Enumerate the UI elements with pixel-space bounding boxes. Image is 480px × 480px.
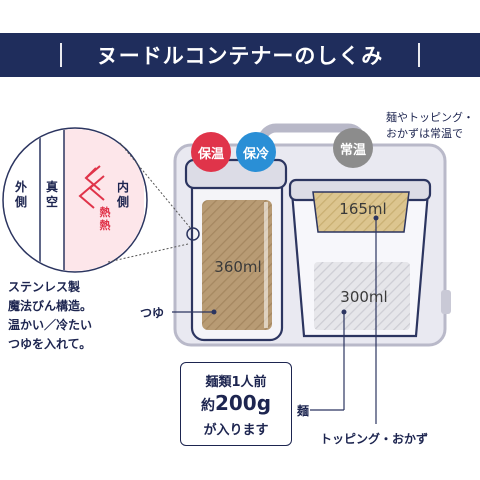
vacuum-layer-label: 真空 bbox=[45, 180, 58, 209]
cold-badge: 保冷 bbox=[236, 132, 276, 172]
topping-tray bbox=[312, 191, 410, 233]
thermos-note: ステンレス製 魔法びん構造。 温かい／冷たい つゆを入れて。 bbox=[8, 278, 92, 354]
topping-label: トッピング・おかず bbox=[320, 432, 429, 446]
thermos-note-line: 温かい／冷たい bbox=[8, 318, 93, 332]
warm-badge: 保温 bbox=[191, 132, 231, 172]
noodle-label: 麺 bbox=[297, 404, 310, 418]
heat-label: 熱熱 bbox=[99, 206, 111, 232]
inner-wall-label: 内側 bbox=[116, 180, 129, 209]
noodle-volume: 300ml bbox=[340, 288, 388, 306]
room-temp-badge: 常温 bbox=[333, 128, 373, 168]
header-tick bbox=[418, 43, 420, 67]
outer-wall-label: 外側 bbox=[14, 180, 27, 209]
wall-detail-marker bbox=[186, 227, 200, 241]
soup-volume: 360ml bbox=[214, 258, 262, 276]
noodle-fill bbox=[314, 262, 410, 330]
storage-note-line: おかずは常温で bbox=[386, 127, 463, 140]
capacity-line: 麺類1人前 bbox=[205, 374, 267, 390]
capacity-prefix: 約 bbox=[200, 397, 215, 414]
case-side-knob bbox=[441, 290, 451, 314]
storage-note-line: 麺やトッピング・ bbox=[386, 111, 474, 124]
soup-label: つゆ bbox=[140, 306, 165, 320]
header-banner: ヌードルコンテナーのしくみ bbox=[0, 33, 480, 77]
capacity-value: 200g bbox=[214, 390, 272, 415]
capacity-box: 麺類1人前 約200g が入ります bbox=[180, 362, 292, 446]
warm-badge-label: 保温 bbox=[197, 146, 224, 162]
capacity-line: が入ります bbox=[203, 422, 269, 438]
heat-reflect-icon bbox=[78, 165, 105, 209]
cold-badge-label: 保冷 bbox=[242, 146, 269, 162]
room-temp-badge-label: 常温 bbox=[339, 142, 366, 158]
header-tick bbox=[60, 43, 62, 67]
page-title: ヌードルコンテナーのしくみ bbox=[96, 44, 384, 68]
capacity-amount: 約200g bbox=[201, 390, 271, 419]
topping-volume: 165ml bbox=[339, 200, 387, 218]
soup-fill bbox=[202, 200, 272, 330]
thermos-note-line: つゆを入れて。 bbox=[8, 337, 92, 351]
storage-note: 麺やトッピング・ おかずは常温で bbox=[386, 110, 474, 142]
thermos-note-line: ステンレス製 bbox=[8, 280, 81, 294]
thermos-note-line: 魔法びん構造。 bbox=[8, 299, 93, 313]
